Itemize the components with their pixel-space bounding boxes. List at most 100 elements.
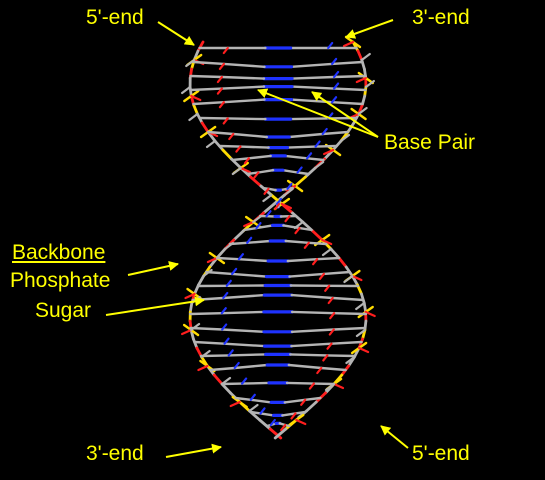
- arrow-5end-bottom: [380, 425, 409, 449]
- sugar-ring-bond: [355, 301, 366, 311]
- base-oxygen: [329, 312, 336, 320]
- sugar-ring-bond: [343, 274, 354, 284]
- arrow-phosphate: [127, 261, 179, 276]
- sugar-ring-bond: [357, 106, 368, 116]
- phosphate-oxygen: [243, 220, 255, 228]
- base-bond: [286, 258, 319, 263]
- base-bond: [222, 62, 266, 69]
- base-bond: [290, 310, 336, 315]
- base-bond: [231, 157, 251, 162]
- base-bond: [227, 353, 267, 357]
- backbone-strand-a-bond: [356, 49, 364, 62]
- base-bond: [332, 74, 367, 79]
- backbone-strand-b-bond: [192, 103, 199, 116]
- base-bond: [287, 363, 323, 370]
- arrow-base-pair-1: [257, 88, 379, 138]
- base-bond: [332, 326, 367, 331]
- base-oxygen: [228, 132, 235, 141]
- arrow-5end-top: [157, 21, 195, 46]
- base-bond: [249, 410, 262, 415]
- sugar-ring-bond: [321, 247, 333, 257]
- backbone-strand-b-bond: [362, 301, 368, 314]
- base-bond: [330, 60, 364, 66]
- phosphate-oxygen: [181, 328, 193, 336]
- backbone-strand-b-bond: [249, 175, 263, 188]
- phosphate-oxygen: [364, 310, 376, 318]
- base-oxygen: [300, 398, 307, 406]
- base-bond: [320, 366, 347, 372]
- backbone-strand-b-bond: [291, 211, 305, 224]
- phosphate-oxygen: [184, 292, 196, 300]
- sugar-ring-bond: [360, 52, 371, 62]
- backbone-strand-a-bond: [212, 373, 224, 386]
- base-bond: [206, 130, 235, 136]
- sugar-ring-bond: [205, 139, 217, 149]
- base-bond: [226, 117, 267, 121]
- base-nitrogen: [321, 127, 328, 136]
- base-nitrogen: [314, 140, 321, 148]
- base-nitrogen: [249, 393, 256, 401]
- base-bond: [321, 130, 350, 136]
- backbone-strand-b-bond: [311, 229, 324, 242]
- backbone-strand-a-bond: [293, 175, 307, 188]
- base-bond: [188, 312, 224, 316]
- base-nitrogen: [221, 323, 228, 331]
- base-oxygen: [308, 382, 315, 390]
- base-nitrogen: [246, 236, 253, 244]
- base-bond: [290, 75, 336, 80]
- phosphate-oxygen: [197, 364, 209, 372]
- base-nitrogen: [231, 267, 238, 275]
- base-bond: [326, 354, 357, 358]
- base-bond: [192, 100, 226, 106]
- base-bond: [257, 168, 275, 174]
- base-bond: [233, 363, 269, 370]
- sugar-ring-bond: [188, 112, 199, 122]
- base-nitrogen: [296, 166, 303, 174]
- base-oxygen: [328, 328, 335, 336]
- base-nitrogen: [241, 377, 248, 385]
- base-oxygen: [294, 227, 301, 235]
- base-bond: [222, 293, 266, 300]
- base-nitrogen: [331, 96, 338, 104]
- base-nitrogen: [227, 349, 234, 357]
- base-oxygen: [243, 157, 250, 165]
- base-bond: [199, 354, 230, 358]
- phosphate-oxygen: [295, 418, 307, 426]
- backbone-strand-b-bond: [188, 85, 193, 98]
- base-oxygen: [263, 187, 270, 195]
- base-nitrogen: [255, 222, 262, 230]
- dna-double-helix: [181, 35, 376, 440]
- base-oxygen: [218, 101, 225, 109]
- phosphate-oxygen: [323, 148, 335, 156]
- base-bond: [245, 239, 272, 245]
- phosphate-oxygen: [190, 94, 202, 102]
- backbone-strand-b-bond: [221, 148, 233, 161]
- base-bond: [331, 296, 365, 302]
- base-bond: [247, 154, 272, 160]
- sugar-ring-bond: [314, 160, 325, 170]
- base-bond: [284, 239, 310, 245]
- base-bond: [298, 226, 313, 232]
- base-bond: [282, 224, 301, 230]
- base-bond: [284, 154, 309, 160]
- base-bond: [220, 328, 266, 333]
- base-bond: [322, 270, 351, 276]
- base-bond: [281, 412, 297, 417]
- base-oxygen: [327, 296, 334, 305]
- base-nitrogen: [269, 418, 276, 427]
- label-3-end-bottom: 3'-end: [86, 442, 144, 465]
- base-oxygen: [216, 75, 223, 84]
- base-nitrogen: [225, 279, 232, 287]
- base-bond: [246, 171, 260, 176]
- base-nitrogen: [237, 253, 244, 261]
- backbone-strand-b-bond: [360, 292, 366, 305]
- sugar-ring-bond: [248, 403, 259, 413]
- backbone-strand-a-bond: [262, 202, 276, 215]
- base-nitrogen: [223, 337, 230, 345]
- base-nitrogen: [306, 152, 313, 160]
- base-bond: [215, 256, 241, 261]
- phosphate-oxygen: [321, 238, 333, 246]
- sugar-ring-bond: [181, 85, 192, 95]
- base-bond: [289, 353, 329, 357]
- base-nitrogen: [222, 291, 229, 300]
